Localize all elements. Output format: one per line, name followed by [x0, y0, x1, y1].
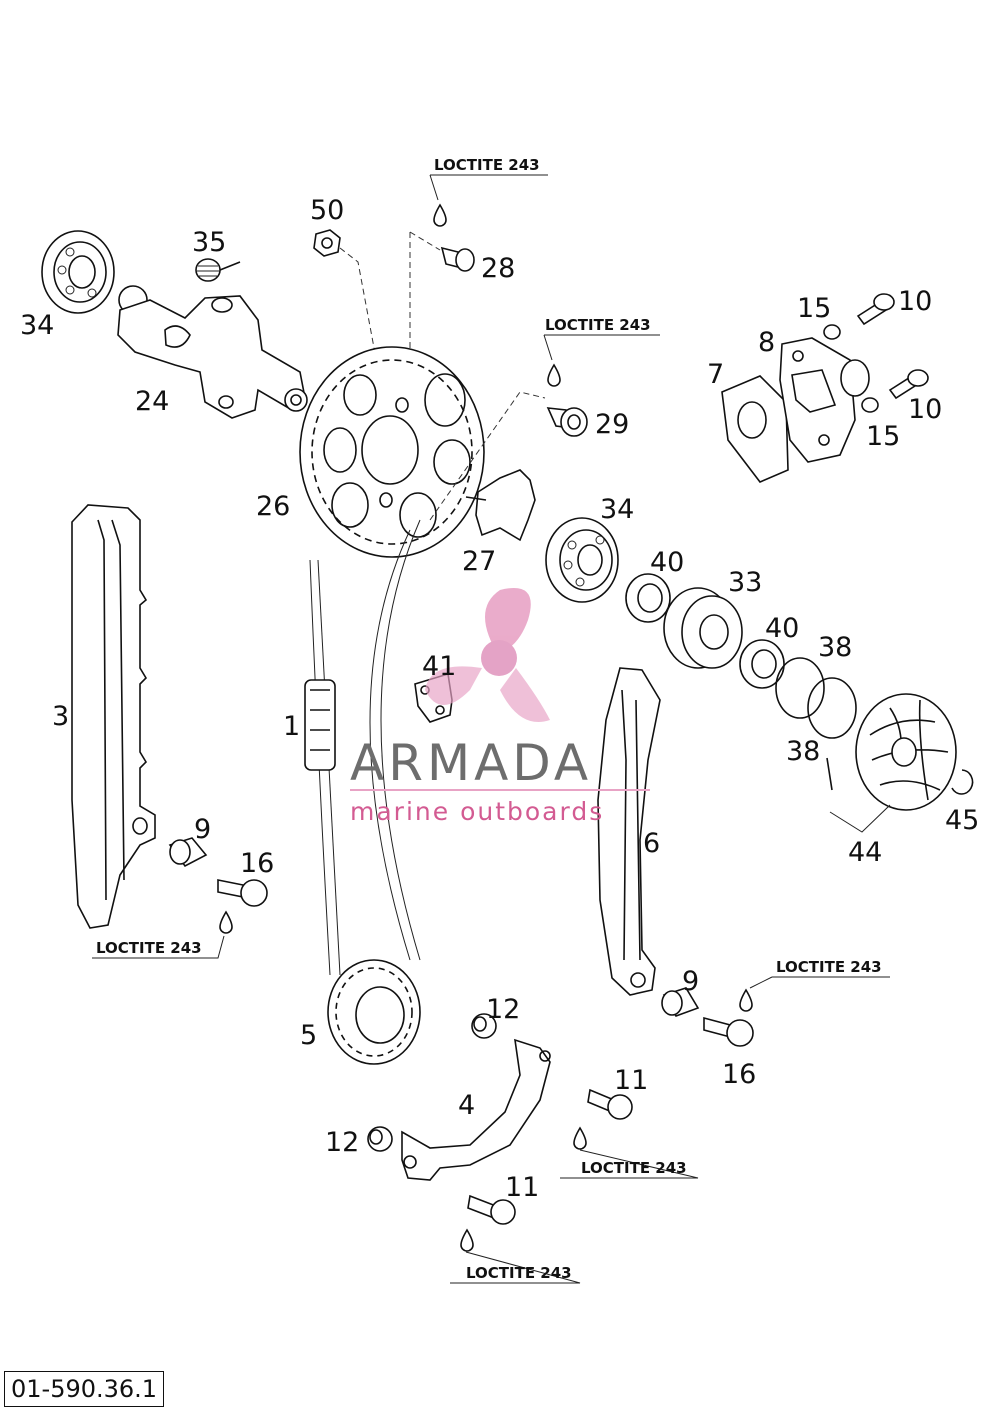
callout-15-lower: 15: [866, 421, 900, 452]
pin-12-lower: [367, 1126, 393, 1152]
callout-40-upper: 40: [650, 547, 684, 578]
callout-38-upper: 38: [818, 632, 852, 663]
callout-41: 41: [422, 651, 456, 682]
callout-1: 1: [283, 711, 300, 742]
callout-29: 29: [595, 409, 629, 440]
loctite-label: LOCTITE 243: [776, 958, 882, 976]
loctite-leader-lines: [92, 174, 890, 1284]
loctite-label: LOCTITE 243: [466, 1264, 572, 1282]
chain-tensioner-8: [721, 337, 870, 483]
bolt-11-lower: [467, 1194, 516, 1225]
sleeve-9-left: [168, 837, 208, 868]
chain-guide-6: [597, 667, 661, 996]
bearing-34-middle: [545, 517, 619, 603]
bearing-34-left: [41, 230, 115, 314]
callout-11-lower: 11: [505, 1172, 539, 1203]
callout-4: 4: [458, 1090, 475, 1121]
loctite-label: LOCTITE 243: [434, 156, 540, 174]
loctite-label: LOCTITE 243: [96, 939, 202, 957]
callout-5: 5: [300, 1020, 317, 1051]
chain-guide-4: [401, 1038, 551, 1181]
callout-10-lower: 10: [908, 394, 942, 425]
callout-3: 3: [52, 701, 69, 732]
spring-35: [195, 258, 241, 282]
seal-40-lower: [739, 639, 785, 689]
sprocket-26: [299, 346, 546, 558]
bolt-16-left: [217, 879, 268, 907]
callout-34-left: 34: [20, 310, 54, 341]
watermark-tagline: marine outboards: [350, 797, 604, 826]
callout-16-left: 16: [240, 848, 274, 879]
callout-44: 44: [848, 837, 882, 868]
callout-45: 45: [945, 805, 979, 836]
o-rings-38: [775, 657, 857, 739]
callout-6: 6: [643, 828, 660, 859]
decompressor-27: [465, 469, 536, 542]
callout-38-lower: 38: [786, 736, 820, 767]
callout-numbers: 1 3 4 5 6 7 8 9 9 10 10 11 11 12 12 15 1…: [20, 195, 979, 1203]
loctite-drops: [219, 203, 753, 1252]
callout-11-upper: 11: [614, 1065, 648, 1096]
camshaft-24: [117, 285, 308, 419]
loctite-label: LOCTITE 243: [545, 316, 651, 334]
callout-12-lower: 12: [325, 1127, 359, 1158]
washer-15-lower: [861, 397, 879, 413]
callout-12-upper: 12: [486, 994, 520, 1025]
diagram-code-label: 01-590.36.1: [4, 1371, 165, 1407]
callout-33: 33: [728, 567, 762, 598]
chain-guide-3: [71, 504, 156, 929]
circlip-45: [951, 769, 974, 795]
wheel-33: [663, 587, 743, 669]
bolt-16-right: [703, 1016, 754, 1047]
callout-10-upper: 10: [898, 286, 932, 317]
crank-sprocket-5: [327, 959, 421, 1065]
watermark-brand: ARMADA: [350, 734, 592, 792]
callout-8: 8: [758, 327, 775, 358]
sleeve-9-right: [661, 987, 700, 1017]
callout-7: 7: [707, 359, 724, 390]
bolt-10-lower: [888, 369, 929, 400]
bolt-28: [409, 231, 475, 380]
impeller-44: [826, 693, 957, 833]
callout-27: 27: [462, 546, 496, 577]
bolt-11-upper: [587, 1088, 633, 1120]
watermark-logo: [425, 588, 550, 722]
callout-24: 24: [135, 386, 169, 417]
callout-28: 28: [481, 253, 515, 284]
seal-40-upper: [625, 573, 671, 623]
washer-15-upper: [823, 324, 841, 340]
callout-26: 26: [256, 491, 290, 522]
pin-12-upper: [471, 1013, 497, 1039]
callout-34-middle: 34: [600, 494, 634, 525]
loctite-labels: LOCTITE 243 LOCTITE 243 LOCTITE 243 LOCT…: [96, 156, 882, 1282]
bolt-29: [546, 407, 588, 437]
callout-40-lower: 40: [765, 613, 799, 644]
callout-35: 35: [192, 227, 226, 258]
callout-9-left: 9: [194, 814, 211, 845]
loctite-label: LOCTITE 243: [581, 1159, 687, 1177]
callout-9-right: 9: [682, 966, 699, 997]
bolt-10-upper: [856, 293, 895, 326]
timing-chain-1: [304, 519, 421, 976]
callout-50: 50: [310, 195, 344, 226]
callout-16-right: 16: [722, 1059, 756, 1090]
callout-15-upper: 15: [797, 293, 831, 324]
